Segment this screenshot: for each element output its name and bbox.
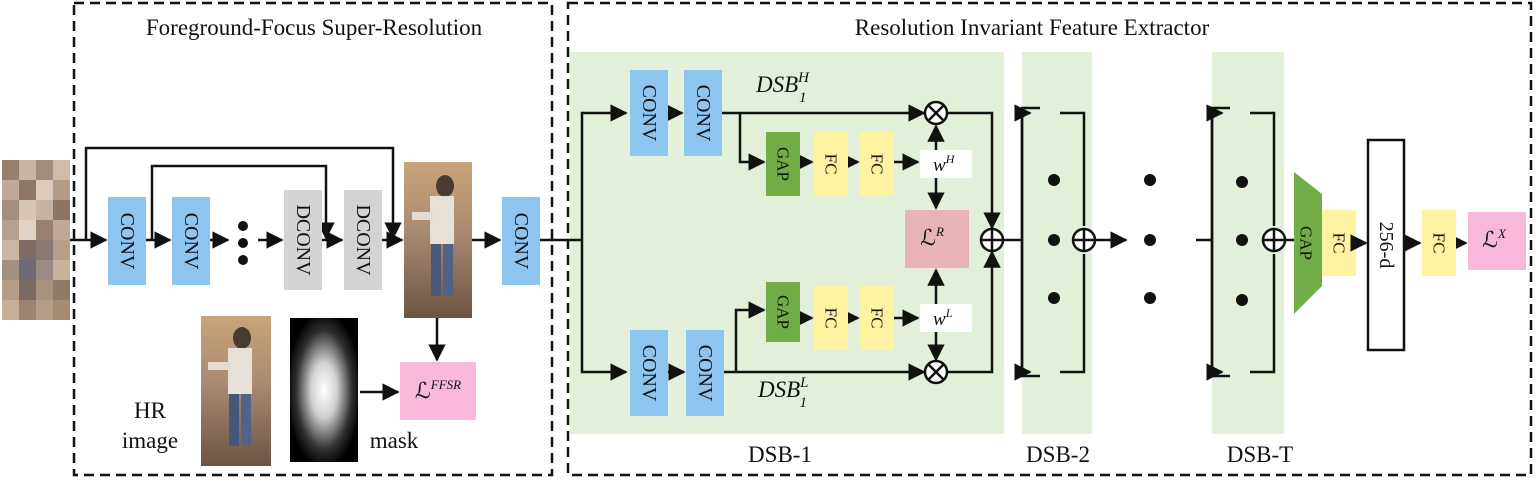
- svg-text:DCONV: DCONV: [352, 204, 374, 276]
- lr-input-image: [2, 160, 70, 320]
- dsb2-dots: [1048, 174, 1060, 304]
- final-gap: GAP: [1294, 172, 1322, 314]
- svg-text:CONV: CONV: [116, 213, 138, 270]
- hr-image-label-line2: image: [122, 428, 178, 453]
- dsb2-bracket-left: [1020, 106, 1040, 378]
- dsb1-h-conv-1: CONV: [630, 70, 668, 156]
- feature-vector: 256-d: [1366, 138, 1406, 352]
- svg-text:FC: FC: [868, 154, 887, 175]
- final-fc-2: FC: [1422, 210, 1456, 276]
- dsb1-l-conv-1: CONV: [630, 330, 668, 416]
- svg-text:CONV: CONV: [638, 85, 660, 142]
- multiply-node-h: [923, 100, 949, 126]
- dsb1-h-fc-2: FC: [860, 132, 894, 196]
- hr-image-label-line1: HR: [134, 398, 167, 423]
- svg-text:FC: FC: [822, 308, 841, 329]
- svg-text:CONV: CONV: [510, 213, 532, 270]
- mask-label: mask: [370, 428, 419, 453]
- ffsr-conv-block-1: CONV: [108, 197, 146, 285]
- svg-text:GAP: GAP: [774, 295, 793, 329]
- svg-text:CONV: CONV: [692, 85, 714, 142]
- ffsr-dconv-block-1: DCONV: [284, 190, 322, 290]
- dsb2-label: DSB-2: [1026, 442, 1090, 467]
- svg-text:GAP: GAP: [1297, 226, 1316, 260]
- svg-text:CONV: CONV: [638, 345, 660, 402]
- sum-node-dsbT: [1261, 227, 1287, 253]
- dsb1-h-conv-2: CONV: [684, 70, 722, 156]
- svg-text:wL: wL: [933, 306, 953, 330]
- dsb1-h-fc-1: FC: [814, 132, 848, 196]
- ffsr-dconv-block-2: DCONV: [344, 190, 382, 290]
- svg-text:CONV: CONV: [180, 213, 202, 270]
- dsb1-l-fc-1: FC: [814, 286, 848, 350]
- dsbT-bracket-left: [1210, 106, 1230, 378]
- ffsr-title: Foreground-Focus Super-Resolution: [146, 15, 483, 40]
- loss-x: ℒX: [1468, 212, 1526, 270]
- sum-node-dsb2: [1071, 227, 1097, 253]
- svg-text:ℒX: ℒX: [1482, 226, 1507, 252]
- svg-text:FC: FC: [822, 154, 841, 175]
- loss-r: ℒR: [905, 210, 969, 268]
- mask-image: [290, 318, 358, 462]
- ffsr-conv-block-3: CONV: [502, 197, 540, 285]
- weight-h: wH: [920, 150, 972, 178]
- sr-output-image: [404, 162, 472, 318]
- svg-text:FC: FC: [1430, 233, 1449, 254]
- svg-text:CONV: CONV: [694, 345, 716, 402]
- svg-text:256-d: 256-d: [1375, 222, 1397, 269]
- multiply-node-l: [923, 359, 949, 385]
- hr-image: [201, 316, 271, 466]
- ffsr-conv-block-2: CONV: [172, 197, 210, 285]
- dsb1-label: DSB-1: [748, 442, 812, 467]
- weight-l: wL: [920, 304, 972, 332]
- svg-text:GAP: GAP: [774, 147, 793, 181]
- dsbT-label: DSB-T: [1227, 442, 1293, 467]
- dsb1-l-gap: GAP: [766, 282, 800, 342]
- sum-node-dsb1: [979, 227, 1005, 253]
- svg-text:FC: FC: [868, 308, 887, 329]
- loss-ffsr: ℒFFSR: [400, 362, 476, 420]
- svg-text:DCONV: DCONV: [292, 204, 314, 276]
- dsbT-dots: [1236, 176, 1248, 306]
- final-fc-1: FC: [1322, 210, 1356, 276]
- svg-text:FC: FC: [1330, 233, 1349, 254]
- svg-text:wH: wH: [933, 152, 956, 176]
- svg-text:ℒFFSR: ℒFFSR: [415, 377, 461, 403]
- between-dsb-dots: [1144, 174, 1156, 304]
- dsb1-l-conv-2: CONV: [686, 330, 724, 416]
- svg-text:ℒR: ℒR: [920, 224, 944, 250]
- rife-title: Resolution Invariant Feature Extractor: [855, 15, 1210, 40]
- dsb1-h-gap: GAP: [766, 132, 800, 196]
- ffsr-ellipsis-dots: [238, 221, 248, 265]
- dsb1-l-fc-2: FC: [860, 286, 894, 350]
